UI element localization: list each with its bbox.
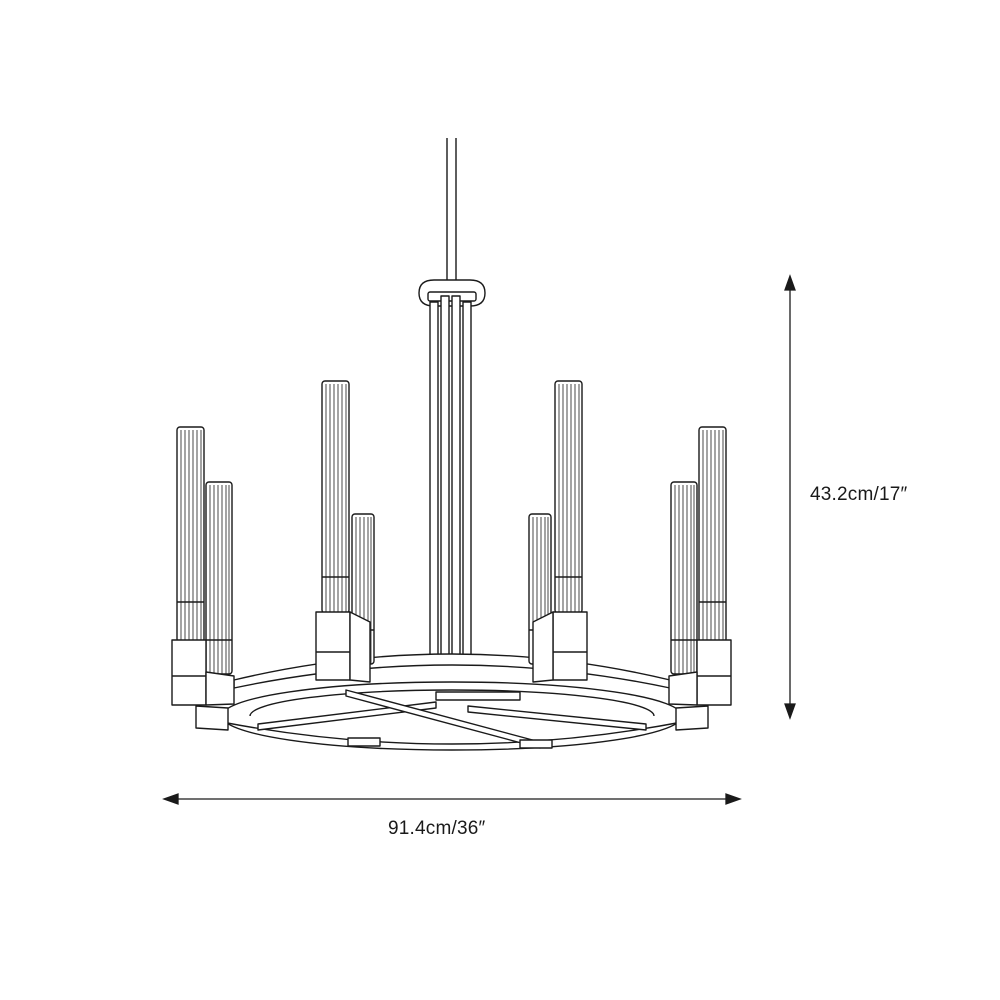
candle-back-right-inner <box>554 380 583 614</box>
candle-back-right-outer <box>698 426 727 643</box>
chandelier-fixture <box>171 138 732 751</box>
arrow-right-icon <box>725 793 742 805</box>
holder-block-outer-left <box>171 639 235 706</box>
height-dimension-line <box>784 274 796 720</box>
height-dimension-label: 43.2cm/17″ <box>810 484 908 505</box>
holder-block-inner-right <box>532 611 588 683</box>
holder-block-outer-right <box>668 639 732 706</box>
canopy-cap <box>418 279 486 307</box>
lower-ring <box>221 681 683 751</box>
width-dimension-line <box>162 793 742 805</box>
width-dimension-label: 91.4cm/36″ <box>388 818 486 839</box>
candle-back-left-inner <box>321 380 350 614</box>
candle-back-left-outer <box>176 426 205 643</box>
holder-block-inner-left <box>315 611 371 683</box>
suspension-rod <box>446 138 457 282</box>
arrow-up-icon <box>784 274 796 291</box>
arrow-left-icon <box>162 793 179 805</box>
ring-cross-brackets <box>195 689 709 749</box>
candle-front-right-outer <box>670 481 698 675</box>
central-stem <box>429 295 472 657</box>
arrow-down-icon <box>784 703 796 720</box>
candle-front-left-outer <box>205 481 233 675</box>
